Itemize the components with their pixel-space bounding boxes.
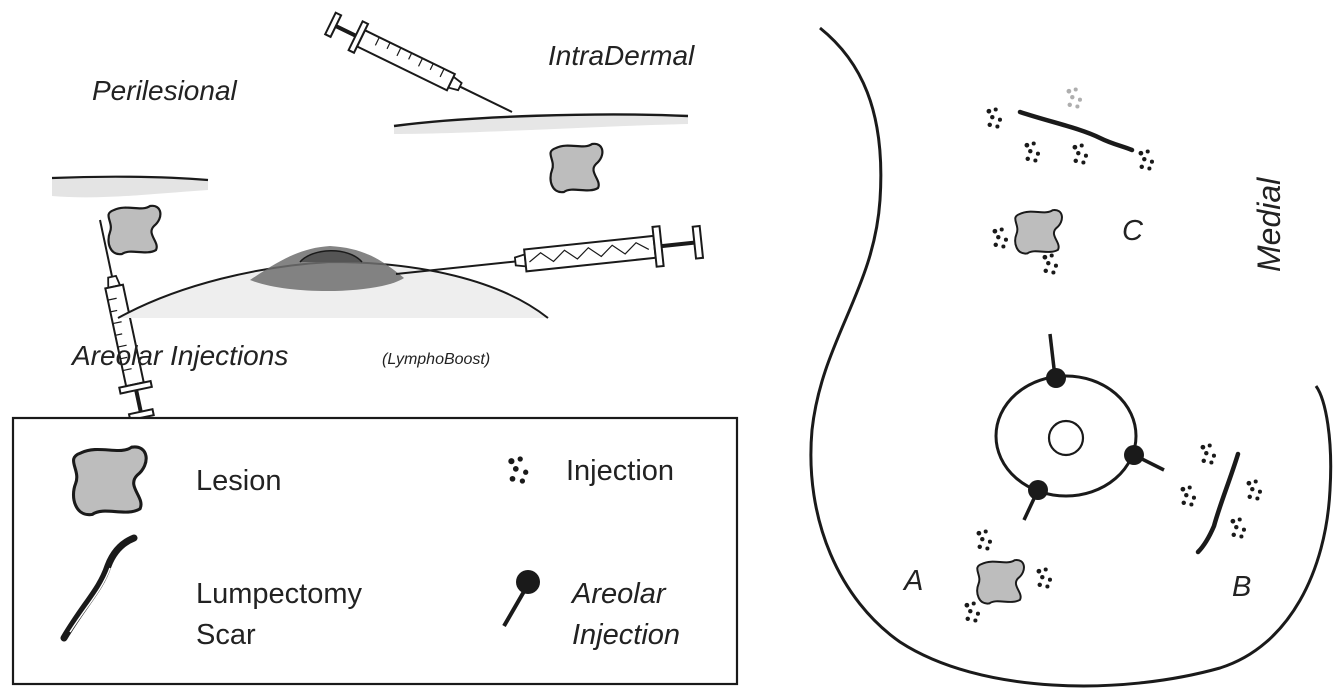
injection-dots-icon [1247,479,1262,500]
injection-dots-icon [1201,443,1216,464]
legend-areolar-line1: Areolar [570,578,667,610]
lesion-icon [977,560,1024,604]
lesion-icon [1015,210,1062,254]
lesion-icon [109,206,161,254]
legend-injection-label: Injection [566,455,674,487]
scar-icon [1198,454,1238,552]
injection-dots-icon [1067,87,1082,108]
site-a-label: A [902,565,923,597]
areolar-injection-icon [1124,445,1164,470]
injection-dots-icon [1025,141,1040,162]
injection-dots-icon [977,529,992,550]
injection-dots-icon [1139,149,1154,170]
syringe-icon [323,9,519,126]
intradermal-illustration: IntraDermal [323,9,695,192]
lymphoboost-note: (LymphoBoost) [382,351,490,368]
injection-dots-icon [1181,485,1196,506]
intradermal-label: IntraDermal [548,40,695,71]
legend-areolar-line2: Injection [572,619,680,651]
areolar-label: Areolar Injections [70,340,288,371]
perilesional-label: Perilesional [92,75,238,106]
scar-icon [1020,112,1132,150]
injection-dots-icon [1073,143,1088,164]
legend: Lesion Injection Lumpectomy Scar Areolar… [13,418,737,684]
areolar-label-text: Areolar Injections [70,340,288,371]
injection-dots-icon [1231,517,1246,538]
medial-label: Medial [1251,177,1287,272]
legend-lesion-label: Lesion [196,465,281,497]
site-c-label: C [1122,215,1144,247]
injection-dots-icon [1037,567,1052,588]
areolar-illustration: Areolar Injections (LymphoBoost) [70,222,703,371]
areola-circle [996,376,1136,496]
legend-scar-line1: Lumpectomy [196,578,363,610]
injection-dots-icon [1043,253,1058,274]
nipple-circle [1049,421,1083,455]
lesion-icon [74,447,147,515]
site-b-label: B [1232,571,1251,603]
lesion-icon [551,144,603,192]
breast-diagram: C B A Medial [811,28,1331,686]
injection-dots-icon [993,227,1008,248]
areolar-injection-icon [1046,334,1066,388]
legend-scar-line2: Scar [196,619,256,651]
injection-dots-icon [987,107,1002,128]
injection-dots-icon [965,601,980,622]
